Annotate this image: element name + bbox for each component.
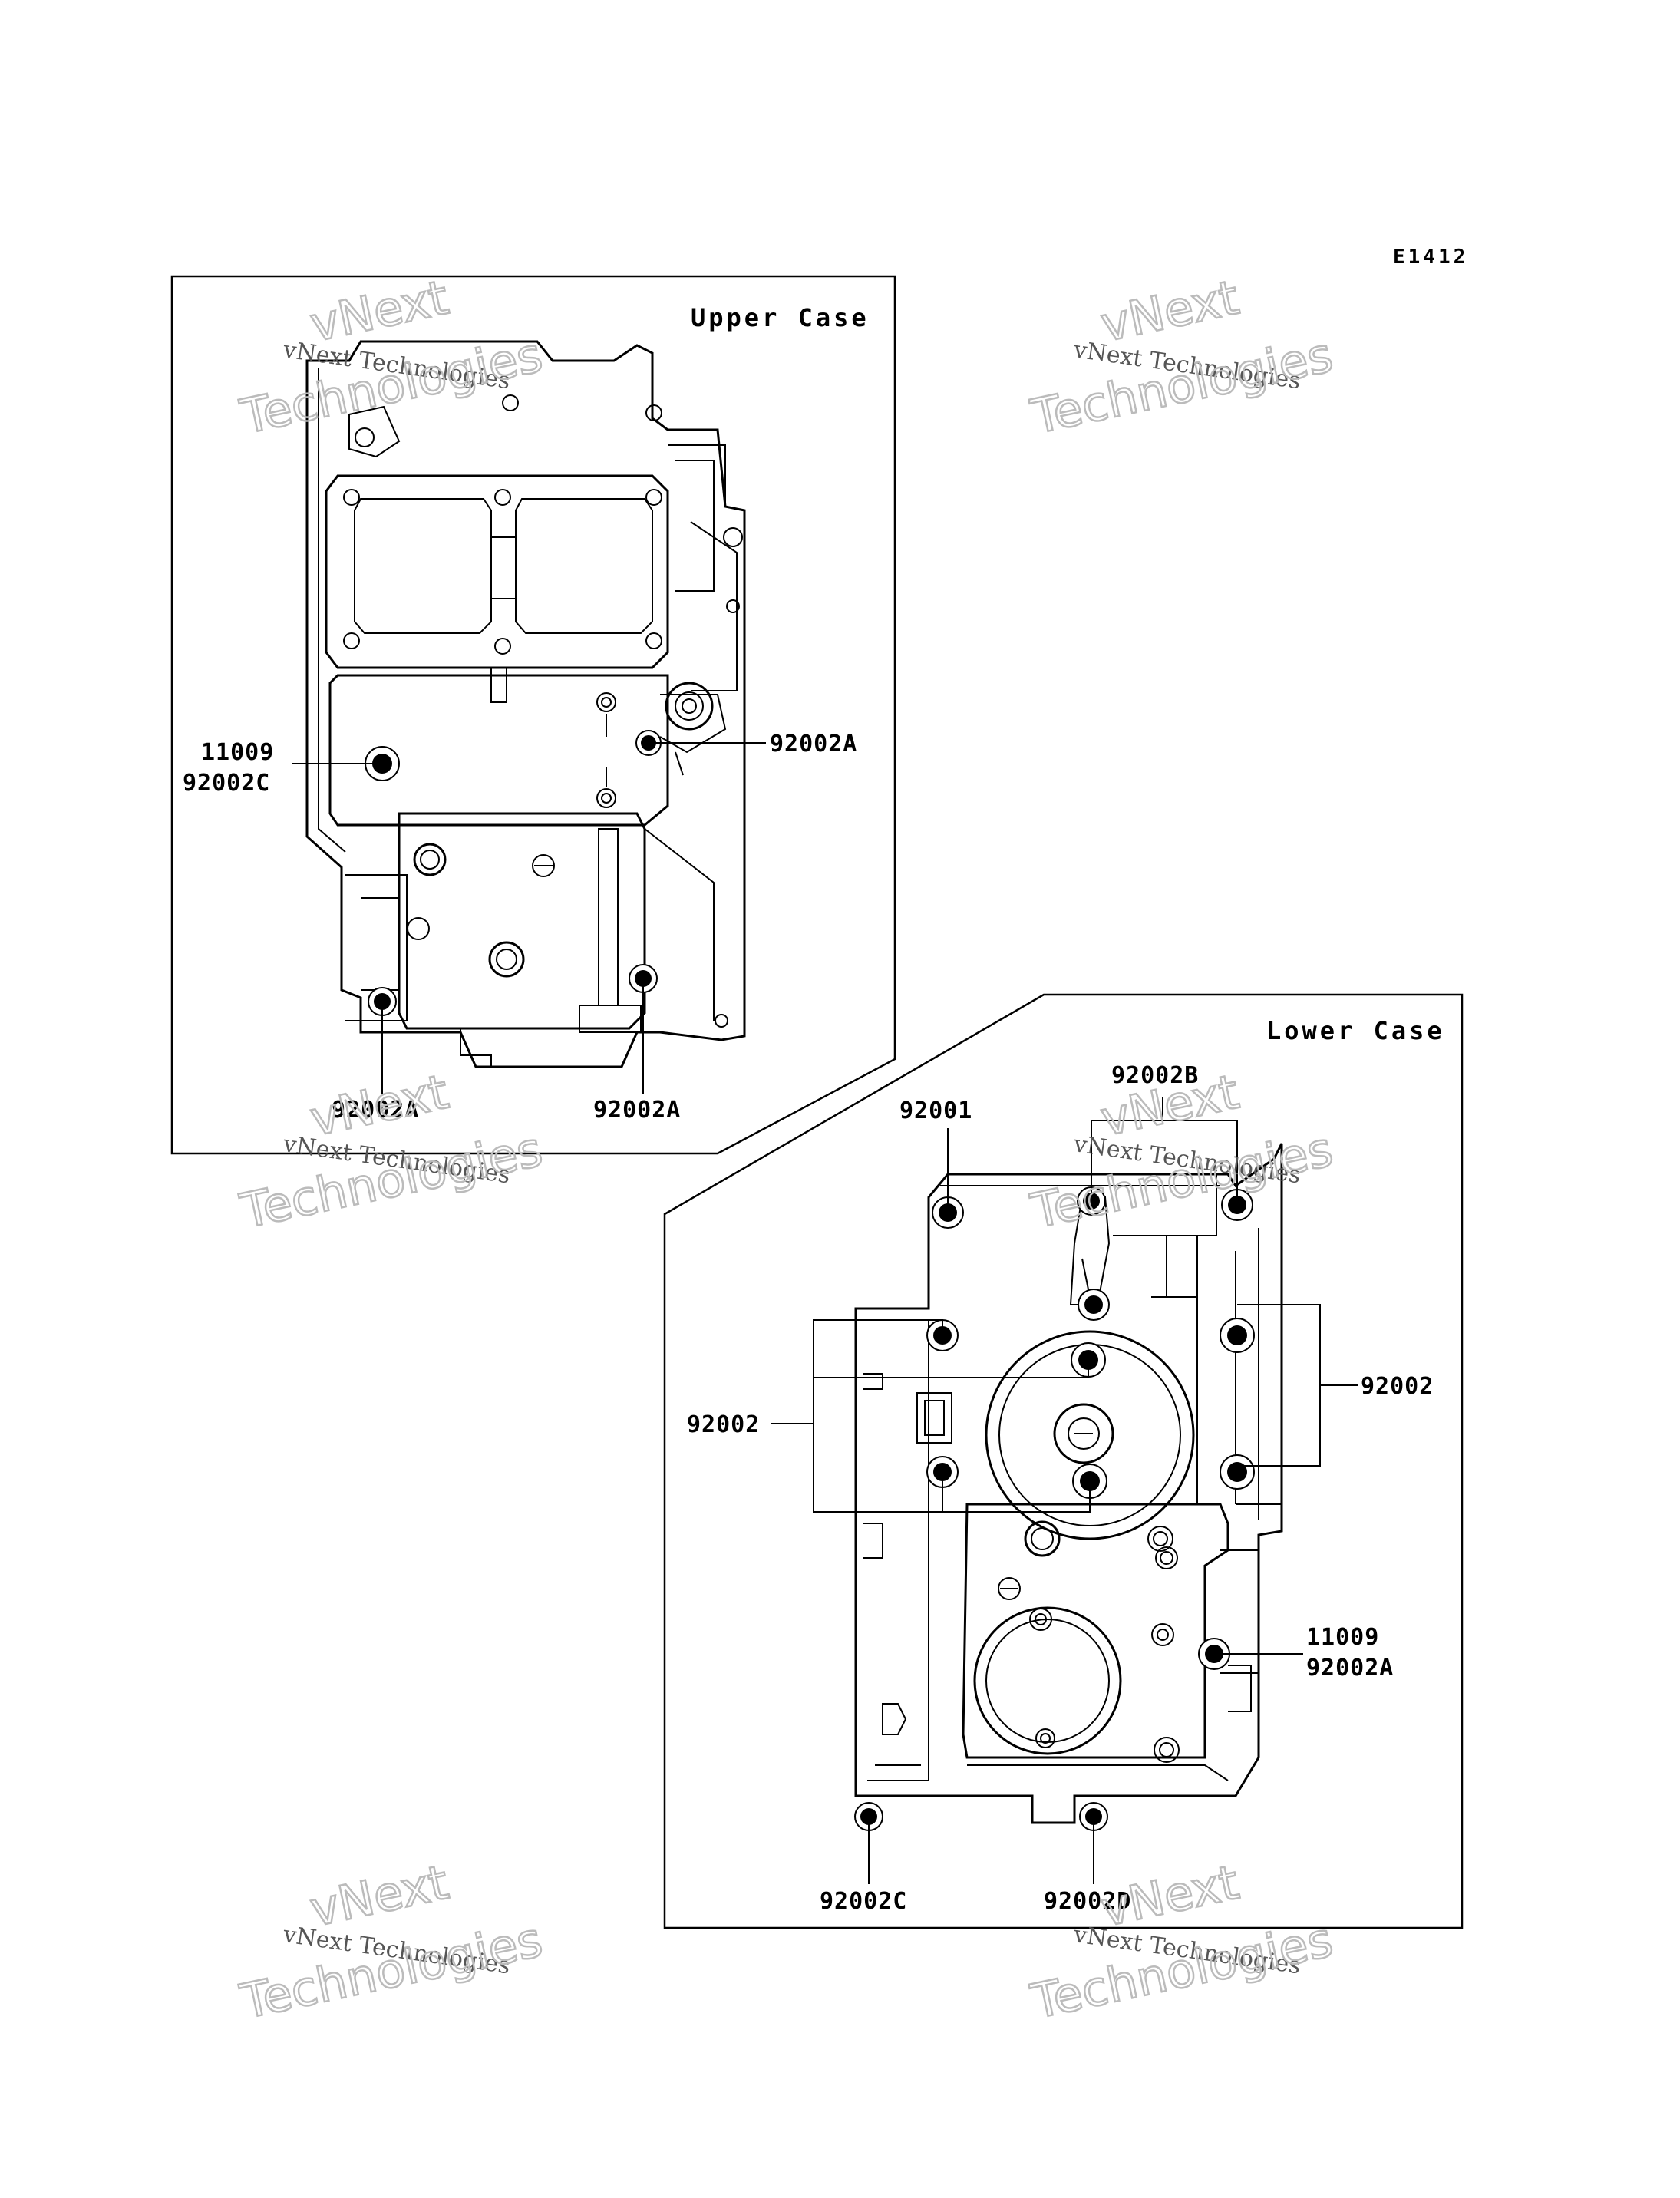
callout-upper-bottom-right: 92002A (593, 1097, 681, 1124)
upper-crankcase-drawing (305, 340, 746, 1068)
watermark-2-line1: vNext (1096, 269, 1243, 353)
watermark-3: vNext vNext Technologies Technologies (235, 1062, 548, 1240)
callout-upper-left-b: 92002C (183, 770, 270, 797)
watermark-2: vNext vNext Technologies Technologies (1025, 268, 1338, 446)
upper-case-frame (170, 275, 896, 1155)
callout-lower-top-left: 92001 (899, 1097, 972, 1124)
watermark-3-line3: Technologies (236, 1120, 547, 1239)
upper-case-panel: Upper Case (170, 275, 896, 1155)
callout-lower-right: 92002 (1361, 1373, 1434, 1400)
callout-lower-right-lower-b: 92002A (1306, 1655, 1394, 1682)
callout-lower-right-lower-a: 11009 (1306, 1624, 1379, 1651)
watermark-5: vNext vNext Technologies Technologies (235, 1853, 548, 2031)
callout-upper-top-right: 92002A (770, 731, 857, 757)
watermark-6-line1: vNext (1096, 1854, 1243, 1938)
leader-lower-top-center (1091, 1097, 1238, 1205)
callout-lower-bottom-left: 92002C (820, 1888, 907, 1915)
watermark-6: vNext vNext Technologies Technologies (1025, 1853, 1338, 2031)
leader-lower-right (1237, 1304, 1358, 1467)
watermark-1-line3: Technologies (236, 326, 547, 444)
watermark-5-line3: Technologies (236, 1911, 547, 2029)
watermark-5-line1: vNext (305, 1854, 453, 1938)
callout-lower-bottom-right: 92002D (1044, 1888, 1131, 1915)
lower-case-title: Lower Case (1266, 1016, 1445, 1045)
watermark-1-line1: vNext (305, 269, 453, 353)
callout-lower-left: 92002 (687, 1411, 760, 1438)
watermark-4: vNext vNext Technologies Technologies (1025, 1062, 1338, 1240)
lower-case-frame (663, 993, 1464, 1929)
diagram-code: E1412 (1393, 246, 1468, 269)
callout-upper-left-a: 11009 (201, 739, 274, 766)
upper-case-title: Upper Case (691, 303, 870, 332)
watermark-2-line3: Technologies (1026, 326, 1338, 444)
leader-lower-left (771, 1319, 1091, 1513)
watermark-1: vNext vNext Technologies Technologies (235, 268, 548, 446)
lower-case-panel: Lower Case (663, 993, 1464, 1929)
watermark-6-line3: Technologies (1026, 1911, 1338, 2029)
callout-lower-top-center: 92002B (1111, 1062, 1199, 1089)
callout-upper-bottom-left: 92002A (332, 1097, 419, 1124)
lower-crankcase-drawing (854, 1143, 1283, 1831)
watermark-3-line1: vNext (305, 1064, 453, 1147)
watermark-4-line3: Technologies (1026, 1120, 1338, 1239)
